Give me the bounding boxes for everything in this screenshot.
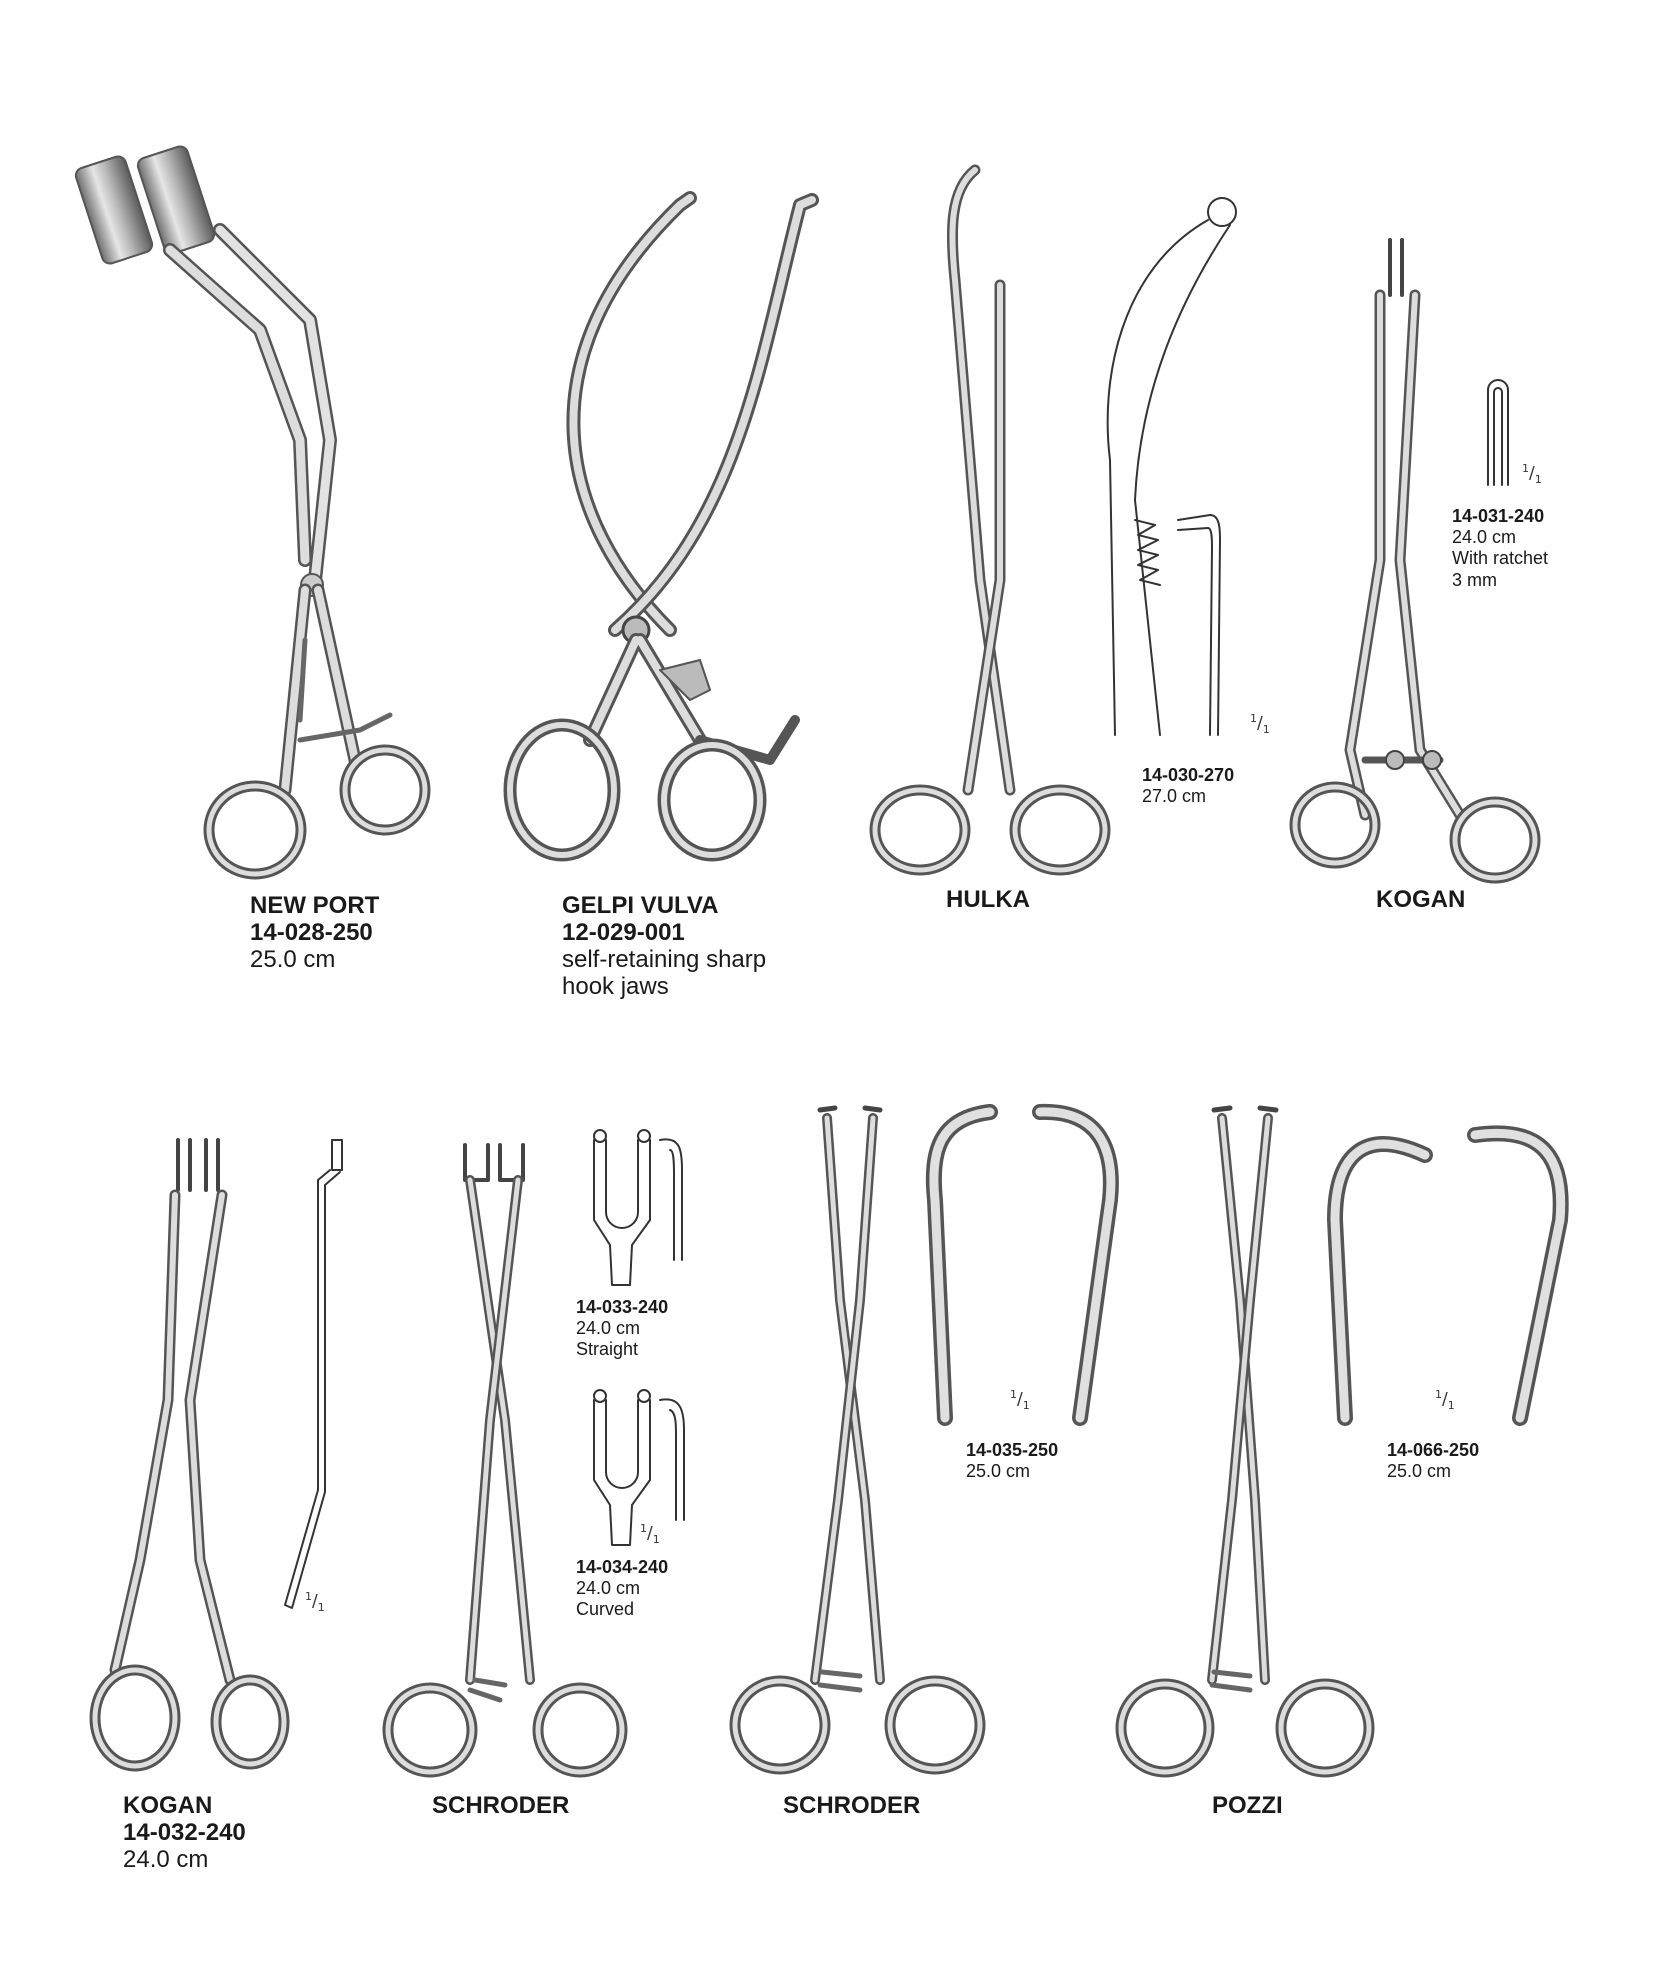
product-code: 12-029-001 xyxy=(562,918,685,946)
schroder-curved-label: 14-034-240 24.0 cm Curved xyxy=(576,1557,668,1621)
newport-forceps-illustration xyxy=(74,145,431,880)
product-description: hook jaws xyxy=(562,972,669,1000)
product-name: GELPI VULVA xyxy=(562,892,719,919)
product-code: 14-066-250 xyxy=(1387,1440,1480,1460)
product-length: 24.0 cm xyxy=(576,1578,641,1599)
newport-label: NEW PORT 14-028-250 25.0 cm xyxy=(250,892,380,974)
product-length: 25.0 cm xyxy=(966,1461,1031,1482)
gelpi-retractor-illustration xyxy=(503,191,819,862)
product-code: 14-034-240 xyxy=(576,1557,669,1577)
kogan-bottom-label: KOGAN 14-032-240 24.0 cm xyxy=(123,1792,246,1874)
hulka-tip-detail xyxy=(1106,197,1237,736)
product-description: self-retaining sharp xyxy=(562,945,767,973)
pozzi-detail-label: 14-066-250 25.0 cm xyxy=(1387,1440,1479,1482)
product-name: SCHRODER xyxy=(783,1792,921,1819)
kogan-top-label: KOGAN xyxy=(1376,886,1466,914)
kogan-bottom-tip-detail xyxy=(284,1139,343,1609)
scale-mark: 1/1 xyxy=(640,1522,660,1547)
pozzi-label: POZZI xyxy=(1212,1792,1283,1820)
product-length: 25.0 cm xyxy=(250,945,336,973)
product-code: 14-033-240 xyxy=(576,1297,669,1317)
product-size: 3 mm xyxy=(1452,569,1497,590)
kogan-top-detail-label: 14-031-240 24.0 cm With ratchet 3 mm xyxy=(1452,506,1548,591)
schroder-2-detail-label: 14-035-250 25.0 cm xyxy=(966,1440,1058,1482)
product-length: 24.0 cm xyxy=(1452,527,1517,548)
product-name: SCHRODER xyxy=(432,1792,570,1819)
product-length: 25.0 cm xyxy=(1387,1461,1452,1482)
product-code: 14-031-240 xyxy=(1452,506,1545,526)
product-name: HULKA xyxy=(946,886,1030,913)
schroder-straight-label: 14-033-240 24.0 cm Straight xyxy=(576,1297,668,1361)
schroder-2-illustration xyxy=(729,1105,986,1775)
schroder-1-label: SCHRODER xyxy=(432,1792,570,1820)
product-code: 14-032-240 xyxy=(123,1818,246,1846)
product-variant: Curved xyxy=(576,1599,635,1620)
hulka-forceps-illustration xyxy=(869,164,1111,876)
scale-mark: 1/1 xyxy=(1435,1388,1455,1413)
product-length: 27.0 cm xyxy=(1142,786,1207,807)
product-name: POZZI xyxy=(1212,1792,1283,1819)
product-length: 24.0 cm xyxy=(576,1318,641,1339)
schroder-1-illustration xyxy=(382,1143,628,1778)
kogan-bottom-illustration xyxy=(89,1138,290,1772)
pozzi-tip-detail xyxy=(1327,1125,1569,1426)
scale-mark: 1/1 xyxy=(305,1590,325,1615)
product-name: NEW PORT xyxy=(250,892,380,919)
scale-mark: 1/1 xyxy=(1250,712,1270,737)
product-length: 24.0 cm xyxy=(123,1845,209,1873)
product-code: 14-030-270 xyxy=(1142,765,1235,785)
schroder-2-tip-detail xyxy=(925,1103,1119,1426)
product-name: KOGAN xyxy=(123,1792,213,1819)
schroder-curved-tip-detail xyxy=(593,1389,685,1546)
product-code: 14-028-250 xyxy=(250,918,373,946)
product-name: KOGAN xyxy=(1376,886,1466,913)
pozzi-illustration xyxy=(1115,1105,1375,1778)
product-feature: With ratchet xyxy=(1452,548,1549,569)
hulka-label: HULKA xyxy=(946,886,1030,914)
schroder-straight-tip-detail xyxy=(593,1129,683,1286)
kogan-top-illustration xyxy=(1289,238,1541,884)
gelpi-label: GELPI VULVA 12-029-001 self-retaining sh… xyxy=(562,892,767,1001)
hulka-detail-label: 14-030-270 27.0 cm xyxy=(1142,765,1234,807)
scale-mark: 1/1 xyxy=(1522,462,1542,487)
product-code: 14-035-250 xyxy=(966,1440,1059,1460)
schroder-2-label: SCHRODER xyxy=(783,1792,921,1820)
kogan-top-tip-detail xyxy=(1487,379,1509,486)
scale-mark: 1/1 xyxy=(1010,1388,1030,1413)
product-variant: Straight xyxy=(576,1339,639,1360)
